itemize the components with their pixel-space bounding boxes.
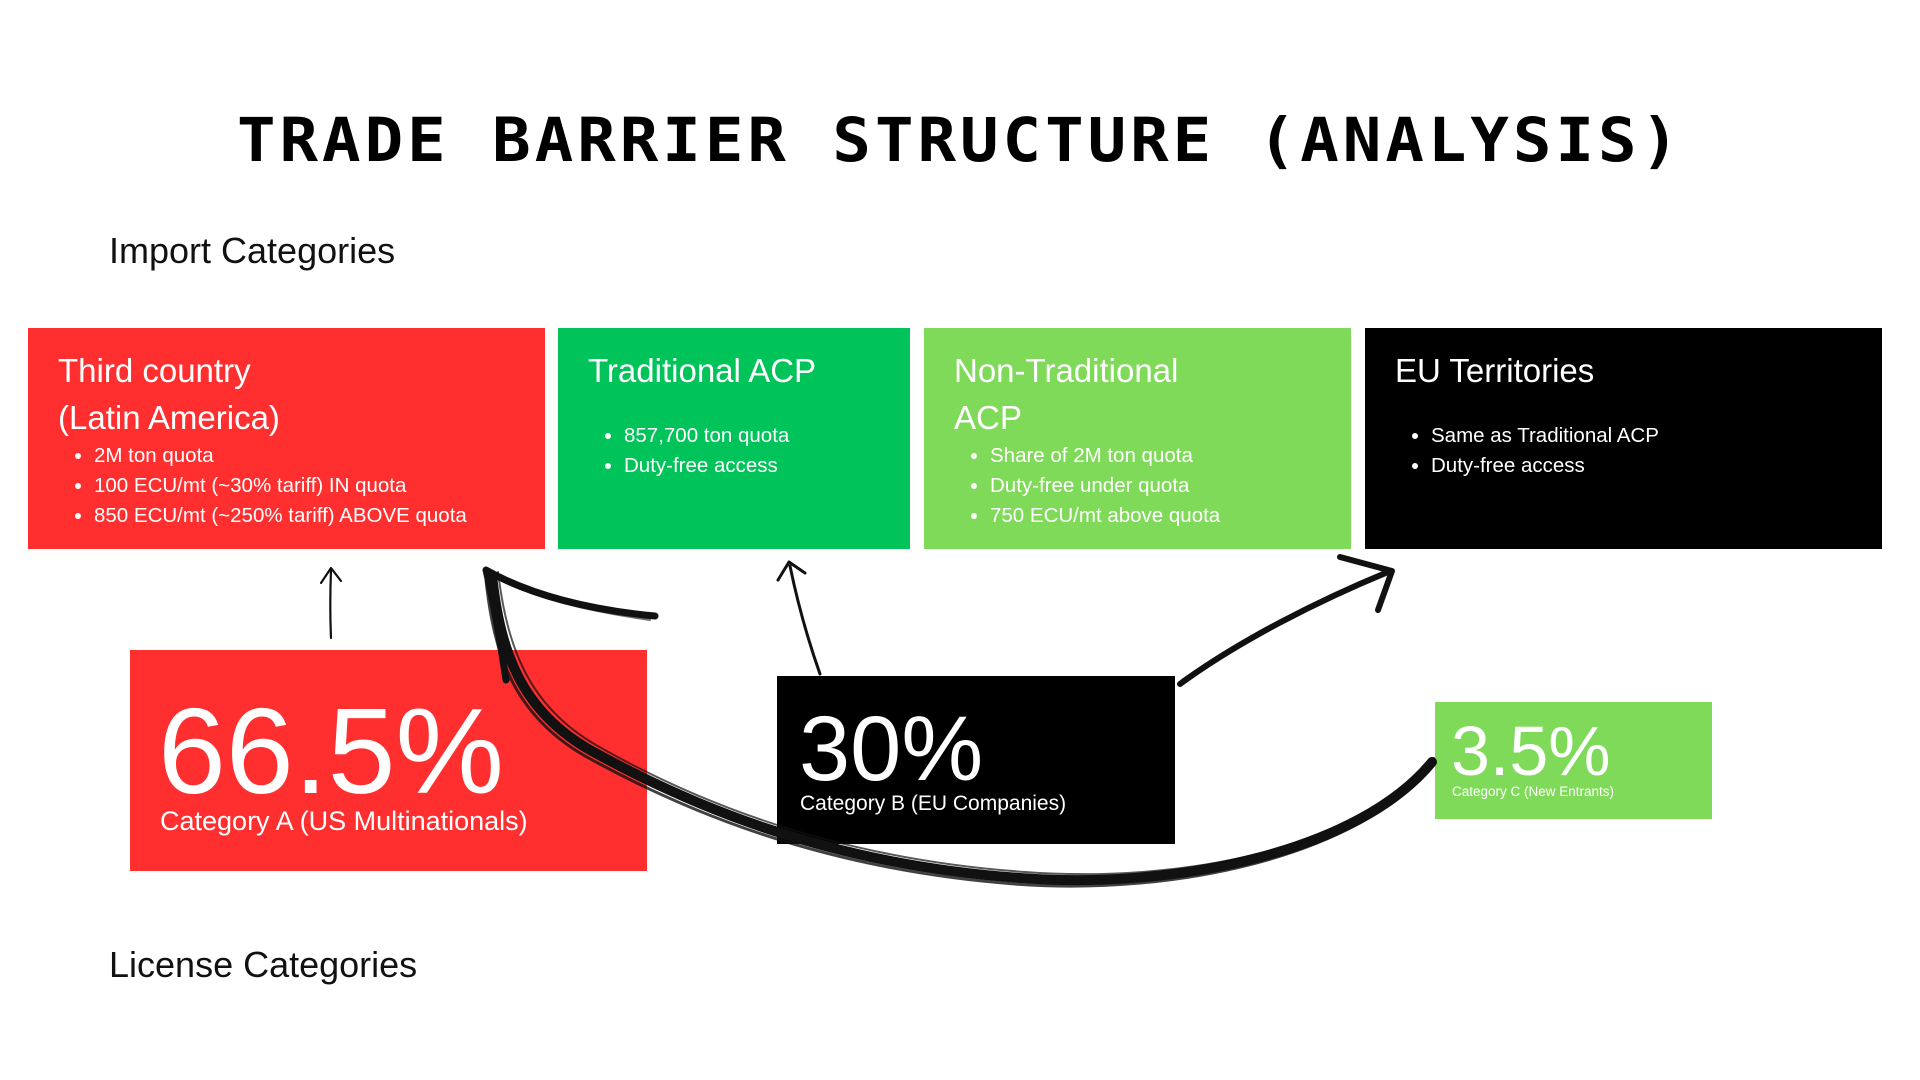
- import-box-heading: Third country (Latin America): [58, 352, 280, 436]
- bullet-item: 850 ECU/mt (~250% tariff) ABOVE quota: [94, 501, 545, 531]
- import-box-bullets: Share of 2M ton quota Duty-free under qu…: [954, 441, 1351, 531]
- import-box-bullets: 857,700 ton quota Duty-free access: [588, 421, 910, 481]
- bullet-item: 2M ton quota: [94, 441, 545, 471]
- bullet-item: Share of 2M ton quota: [990, 441, 1351, 471]
- import-box-heading: Non-Traditional ACP: [954, 352, 1179, 436]
- import-box-non-traditional-acp: Non-Traditional ACP Share of 2M ton quot…: [924, 328, 1351, 549]
- import-box-eu-territories: EU Territories Same as Traditional ACP D…: [1365, 328, 1882, 549]
- bullet-item: 857,700 ton quota: [624, 421, 910, 451]
- bullet-item: 100 ECU/mt (~30% tariff) IN quota: [94, 471, 545, 501]
- import-box-bullets: 2M ton quota 100 ECU/mt (~30% tariff) IN…: [58, 441, 545, 531]
- license-box-category-a: 66.5% Category A (US Multinationals): [130, 650, 647, 871]
- license-percent: 66.5%: [158, 683, 504, 819]
- import-box-third-country: Third country (Latin America) 2M ton quo…: [28, 328, 545, 549]
- license-percent: 3.5%: [1451, 712, 1611, 790]
- import-box-traditional-acp: Traditional ACP 857,700 ton quota Duty-f…: [558, 328, 910, 549]
- license-box-category-b: 30% Category B (EU Companies): [777, 676, 1175, 844]
- license-label: Category A (US Multinationals): [160, 806, 528, 836]
- import-box-heading: Traditional ACP: [588, 352, 817, 389]
- license-label: Category B (EU Companies): [800, 792, 1067, 815]
- import-box-heading: EU Territories: [1395, 352, 1595, 389]
- bullet-item: Duty-free access: [1431, 451, 1882, 481]
- import-categories-label: Import Categories: [109, 230, 396, 271]
- arrow-b-to-eu-territories: [1177, 554, 1395, 687]
- arrow-a-to-third-country: [319, 566, 343, 640]
- page-title: Trade Barrier Structure (Analysis): [236, 105, 1684, 177]
- bullet-item: Duty-free under quota: [990, 471, 1351, 501]
- license-categories-label: License Categories: [109, 944, 418, 985]
- license-box-category-c: 3.5% Category C (New Entrants): [1435, 702, 1712, 819]
- license-percent: 30%: [799, 698, 984, 800]
- import-box-bullets: Same as Traditional ACP Duty-free access: [1395, 421, 1882, 481]
- bullet-item: Duty-free access: [624, 451, 910, 481]
- bullet-item: 750 ECU/mt above quota: [990, 501, 1351, 531]
- bullet-item: Same as Traditional ACP: [1431, 421, 1882, 451]
- arrow-b-to-traditional-acp: [776, 560, 822, 676]
- license-label: Category C (New Entrants): [1452, 784, 1615, 799]
